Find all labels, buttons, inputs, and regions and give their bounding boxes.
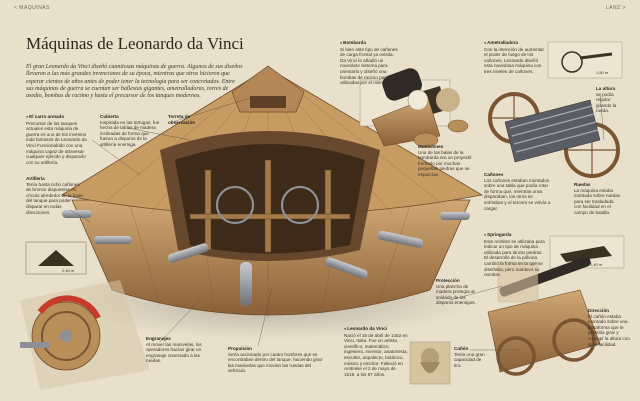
caption-munitions: Municiones Una de las balas de la bombar… [418, 144, 478, 178]
caption-tilt: La altura se podía regular girando la ru… [596, 86, 626, 114]
caption-propulsion-body: Sería accionado por cuatro hombres que s… [228, 351, 323, 374]
caption-direction-title: Dirección [588, 308, 609, 313]
caption-shield-body: Una plancha de madera protegía al soldad… [436, 283, 476, 306]
caption-ametralladora-title: Ametralladora [484, 40, 544, 47]
caption-springald-body: Este nombre se utilizaba para indicar un… [484, 238, 545, 278]
caption-propulsion-title: Propulsión [228, 346, 252, 351]
caption-roof-title: Cubierta [100, 114, 119, 119]
caption-munitions-body: Una de las balas de la bombarda era un p… [418, 149, 472, 177]
caption-leonardo-title: Leonardo da Vinci [344, 326, 408, 333]
header-right: LANZ > [605, 5, 626, 11]
caption-tower: Torreta de observación [168, 114, 212, 125]
springald-scale-label: 2,40 m [590, 262, 603, 267]
caption-gears-title: Engranajes [146, 336, 171, 341]
caption-bombard-body: Si bien este tipo de cañones de carga fr… [340, 46, 398, 86]
caption-munitions-title: Municiones [418, 144, 444, 149]
springald-illustration: 2,40 m [487, 235, 625, 376]
caption-leonardo-body: Nació el 15 de abril de 1452 en Vinci, I… [344, 332, 408, 377]
ametralladora-illustration: 1,50 m [488, 41, 623, 178]
caption-cannons-body: Tenía hasta ocho cañones de bronce dispu… [26, 181, 83, 215]
page-title: Máquinas de Leonardo da Vinci [26, 34, 244, 53]
gear-cutaway-illustration [20, 280, 150, 390]
ametralladora-scale-label: 1,50 m [596, 70, 609, 75]
tank-scale-icon: 2,40 m [25, 241, 87, 275]
tank-cannons [62, 210, 470, 306]
caption-tank-body: Precursor de los tanques actuales esta m… [26, 120, 87, 165]
caption-barrels-body: Los cañones estaban montados sobre una t… [484, 177, 551, 211]
tank-scale-label: 2,40 m [62, 268, 75, 273]
caption-springald-title: Springarda [484, 232, 548, 239]
caption-roof-body: Inspirada en las tortugas, fue hecha de … [100, 119, 160, 147]
caption-tilt-title: La altura [596, 86, 616, 91]
caption-cannonball-title: Cañón [454, 346, 469, 351]
caption-gears: Engranajes Al mover las manivelas, los o… [146, 336, 204, 364]
tank-illustration [58, 65, 484, 340]
caption-gears-body: Al mover las manivelas, los operadores h… [146, 341, 202, 364]
caption-tank: El carro armado Precursor de los tanques… [26, 114, 90, 165]
caption-tower-title: Torreta de observación [168, 114, 196, 125]
caption-cannons-title: Artillería [26, 176, 45, 181]
intro-paragraph: El gran Leonardo da Vinci diseñó cuantio… [26, 64, 243, 100]
caption-propulsion: Propulsión Sería accionado por cuatro ho… [228, 346, 328, 374]
caption-tank-title: El carro armado [26, 114, 90, 121]
caption-cannonball: Cañón Tenía una gran capacidad de tiro. [454, 346, 490, 368]
caption-ametralladora: Ametralladora Con la intención de aument… [484, 40, 544, 75]
caption-barrels: Cañones Los cañones estaban montados sob… [484, 172, 552, 211]
header-left: < MÁQUINAS [14, 5, 50, 11]
ametralladora-barrels [504, 99, 601, 163]
leader-lines [69, 93, 605, 351]
caption-springald: Springarda Este nombre se utilizaba para… [484, 232, 548, 278]
caption-shield: Protección Una plancha de madera protegí… [436, 278, 484, 306]
bombard-illustration: 90 cm [359, 68, 469, 148]
caption-wheels: Ruedas La máquina estaba montada sobre r… [574, 182, 622, 216]
caption-wheels-title: Ruedas [574, 182, 591, 187]
caption-cannons: Artillería Tenía hasta ocho cañones de b… [26, 176, 84, 215]
caption-bombard-title: Bombarda [340, 40, 398, 47]
caption-direction-body: El cañón estaba montado sobre una plataf… [588, 313, 630, 347]
running-header: < MÁQUINAS LANZ > [0, 0, 640, 14]
caption-tilt-body: se podía regular girando la rueda. [596, 91, 617, 114]
caption-barrels-title: Cañones [484, 172, 504, 177]
caption-bombard: Bombarda Si bien este tipo de cañones de… [340, 40, 398, 86]
caption-shield-title: Protección [436, 278, 460, 283]
caption-leonardo: Leonardo da Vinci Nació el 15 de abril d… [344, 326, 408, 377]
caption-cannonball-body: Tenía una gran capacidad de tiro. [454, 351, 485, 368]
leonardo-portrait [409, 341, 451, 385]
caption-roof: Cubierta Inspirada en las tortugas, fue … [100, 114, 162, 148]
caption-ametralladora-body: Con la intención de aumentar el poder de… [484, 46, 545, 74]
caption-direction: Dirección El cañón estaba montado sobre … [588, 308, 630, 347]
caption-wheels-body: La máquina estaba montada sobre ruedas p… [574, 187, 620, 215]
